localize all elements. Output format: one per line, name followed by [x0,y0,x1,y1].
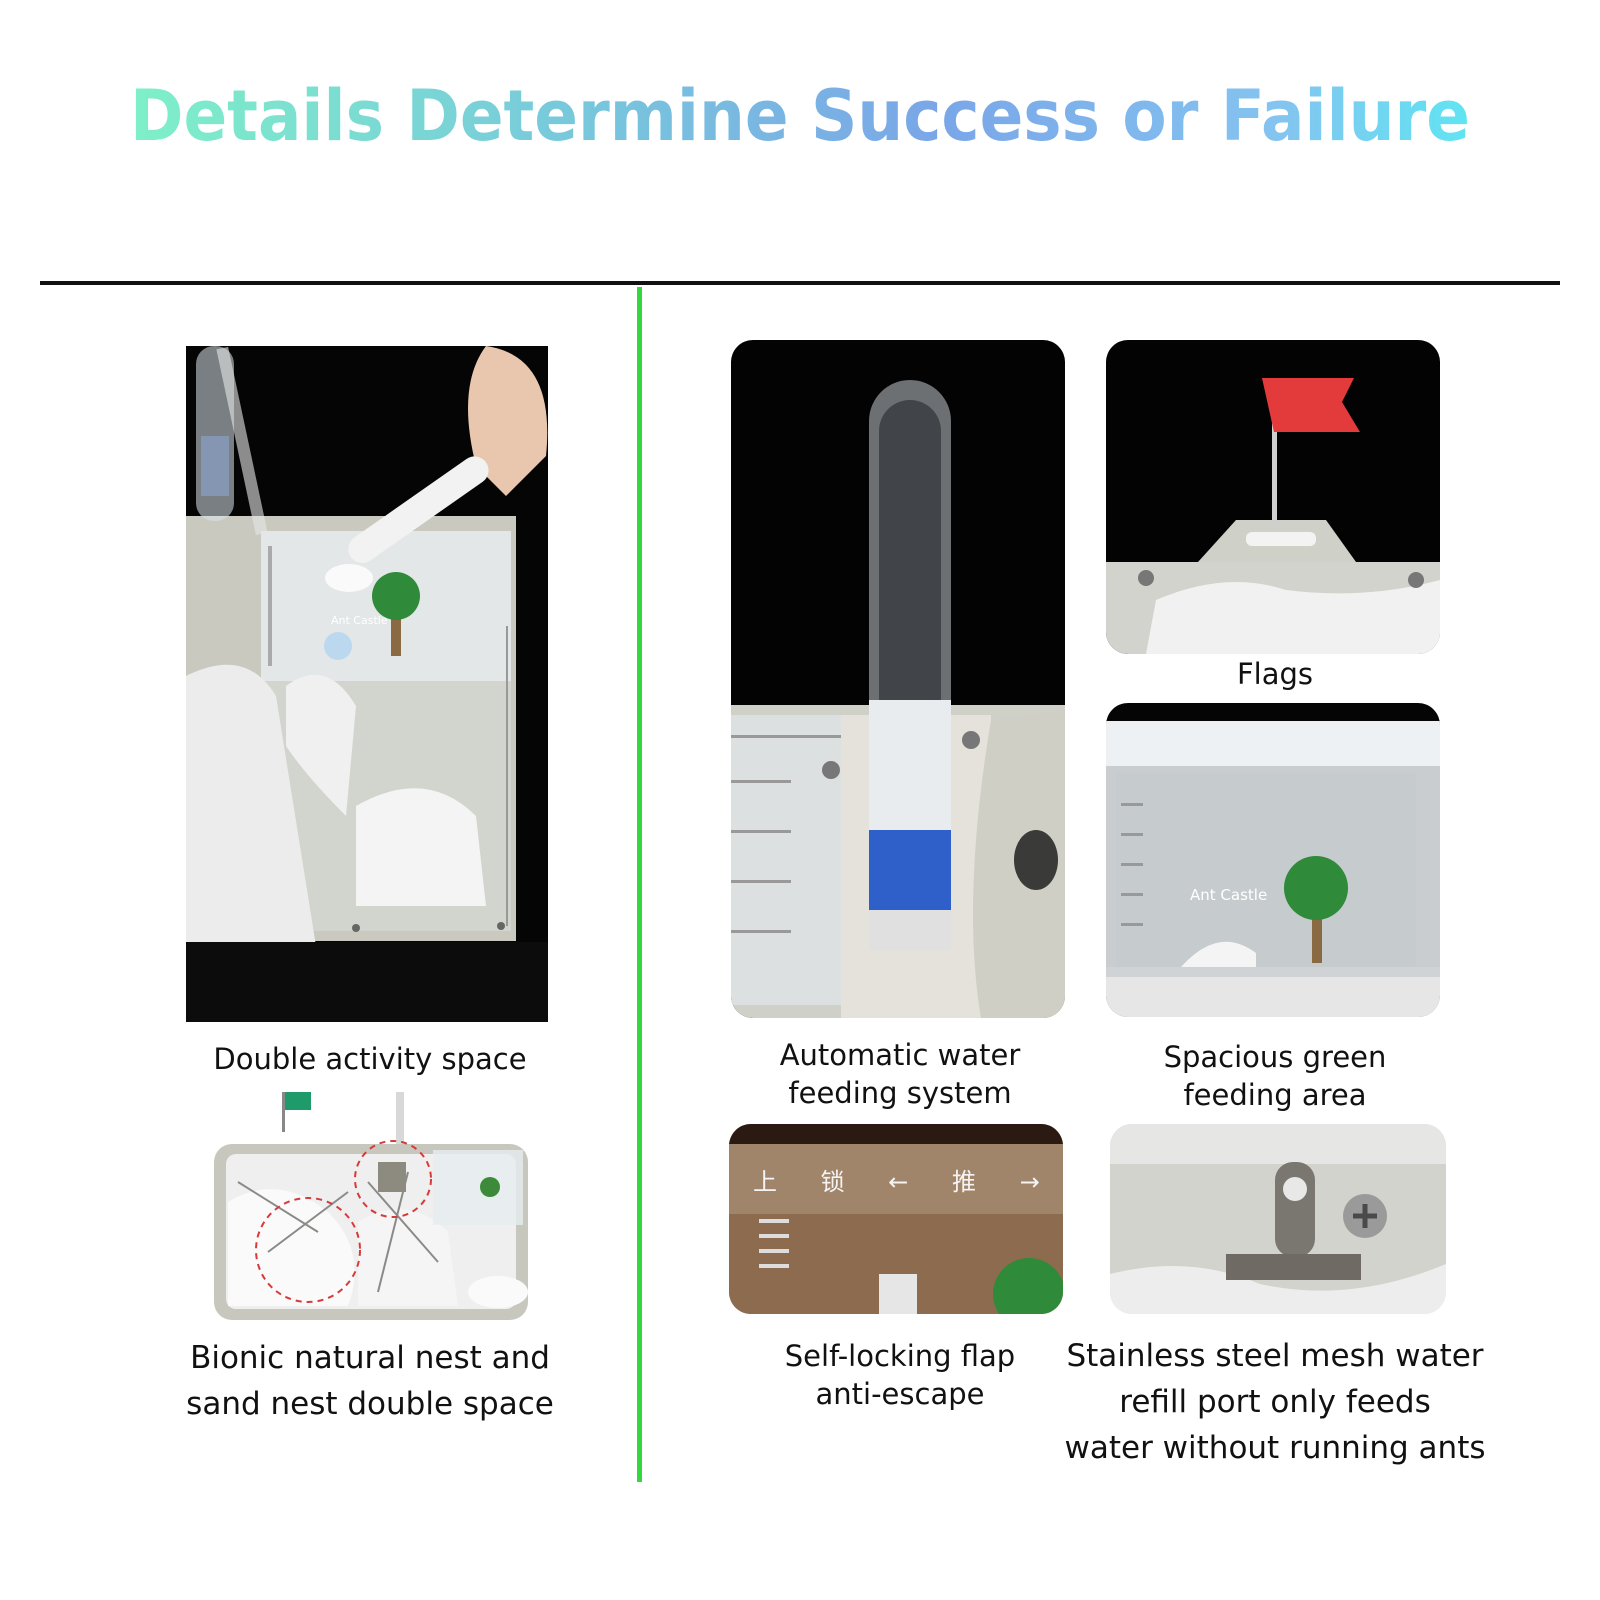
lid-markings-label: 上 锁 ← 推 → [753,1168,1058,1196]
self-locking-flap-photo: 上 锁 ← 推 → [729,1124,1063,1314]
bionic-nest-photo [208,1092,534,1322]
double-activity-space-photo: Ant Castle [186,346,548,1022]
caption-water-refill-port: Stainless steel mesh water refill port o… [1064,1338,1486,1466]
water-refill-port-photo [1110,1124,1446,1314]
title-text: Details Determine Success or Failure [130,75,1470,157]
green-feeding-area-photo: Ant Castle [1106,703,1440,1017]
flags-photo [1106,340,1440,654]
caption-bionic-nest: Bionic natural nest and sand nest double… [186,1340,554,1422]
header-divider [40,281,1560,285]
caption-green-feeding-area: Spacious green feeding area [1163,1040,1387,1112]
caption-water-feeding: Automatic water feeding system [779,1038,1021,1110]
caption-double-activity-space: Double activity space [213,1042,527,1076]
water-feeding-photo [731,340,1065,1018]
brand-label-zoom: Ant Castle [1190,886,1268,904]
page-title: Details Determine Success or Failure [0,70,1600,160]
brand-label: Ant Castle [331,614,388,627]
column-divider [637,287,642,1482]
caption-flags: Flags [1236,657,1314,691]
caption-self-locking-flap: Self-locking flap anti-escape [784,1339,1016,1411]
